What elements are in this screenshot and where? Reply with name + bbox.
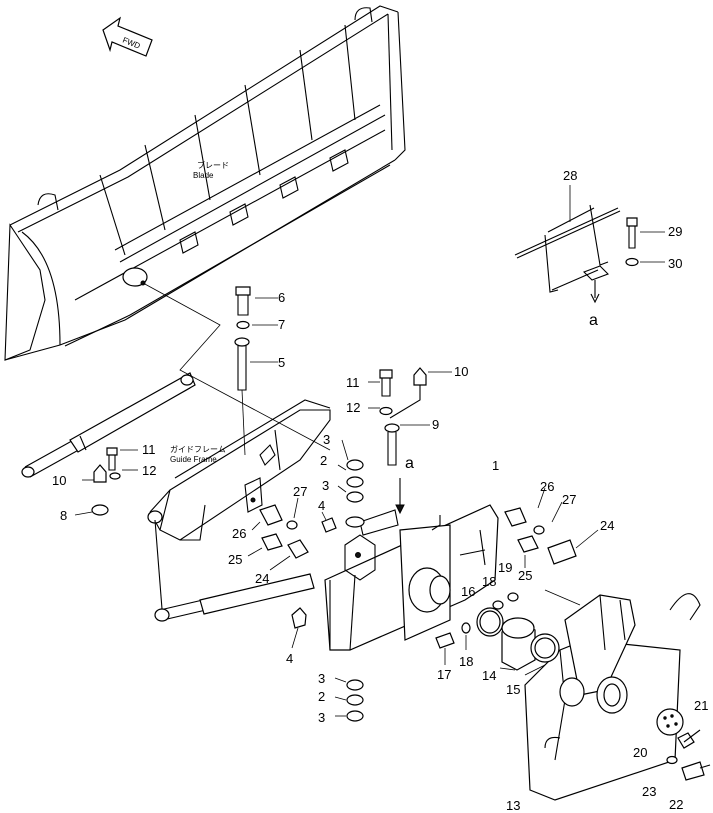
fwd-arrow: FWD [102, 16, 153, 57]
callout-6: 6 [278, 290, 285, 305]
callouts: 1 2 2 3 3 3 3 4 4 5 6 7 8 9 10 10 11 11 … [52, 168, 708, 813]
callout-3-a: 3 [323, 432, 330, 447]
view-a-label-top: a [589, 312, 598, 329]
grease-fitting-4-upper [321, 511, 337, 533]
callout-24-left: 24 [255, 571, 269, 586]
bushing-group [435, 592, 560, 676]
grease-fitting-4-lower [291, 607, 307, 649]
guide-frame-label-jp: ガイドフレーム [170, 444, 226, 454]
callout-25-right: 25 [518, 568, 532, 583]
view-a-arrow-main [395, 478, 405, 515]
callout-26-left: 26 [232, 526, 246, 541]
callout-10-upper: 10 [454, 364, 468, 379]
callout-17: 17 [437, 667, 451, 682]
callout-24-right: 24 [600, 518, 614, 533]
callout-25-left: 25 [228, 552, 242, 567]
callout-15: 15 [506, 682, 520, 697]
callout-9: 9 [432, 417, 439, 432]
grease-fitting-group-upper [368, 367, 452, 466]
callout-2-upper: 2 [320, 453, 327, 468]
shim-stack-upper [337, 439, 365, 528]
guide-frame: ガイドフレーム Guide Frame [147, 399, 331, 541]
callout-22: 22 [669, 797, 683, 812]
cylinder-upper [21, 372, 196, 478]
callout-27-left: 27 [293, 484, 307, 499]
pin-group-left [247, 497, 309, 571]
bolt-group-21-22-23 [666, 729, 711, 781]
main-frame [324, 504, 499, 651]
callout-10-left: 10 [52, 473, 66, 488]
callout-30: 30 [668, 256, 682, 271]
blade: ブレード Blade [4, 5, 406, 361]
callout-11-left: 11 [142, 442, 156, 457]
callout-19: 19 [498, 560, 512, 575]
callout-23: 23 [642, 784, 656, 799]
callout-1: 1 [492, 458, 499, 473]
callout-3-b: 3 [322, 478, 329, 493]
pin-bolt-group-5-6-7 [234, 286, 278, 456]
callout-3-d: 3 [318, 710, 325, 725]
callout-12-left: 12 [142, 463, 156, 478]
callout-7: 7 [278, 317, 285, 332]
callout-16: 16 [461, 584, 475, 599]
view-a-label-main: a [405, 455, 414, 472]
callout-21: 21 [694, 698, 708, 713]
callout-4-upper: 4 [318, 498, 325, 513]
callout-28: 28 [563, 168, 577, 183]
callout-3-c: 3 [318, 671, 325, 686]
callout-26-right: 26 [540, 479, 554, 494]
callout-29: 29 [668, 224, 682, 239]
cylinder-lower [154, 519, 315, 622]
callout-11-upper: 11 [346, 375, 360, 390]
callout-18-lower: 18 [459, 654, 473, 669]
callout-8: 8 [60, 508, 67, 523]
grease-fitting-group-left [74, 447, 138, 516]
pin-group-right [504, 487, 599, 568]
view-a-detail [514, 185, 665, 304]
shim-stack-lower [334, 677, 364, 722]
support-bracket [524, 589, 701, 801]
callout-12-upper: 12 [346, 400, 360, 415]
callout-5: 5 [278, 355, 285, 370]
callout-18-upper: 18 [482, 574, 496, 589]
blade-label-jp: ブレード [197, 160, 229, 170]
callout-13: 13 [506, 798, 520, 813]
callout-4-lower: 4 [286, 651, 293, 666]
callout-2-lower: 2 [318, 689, 325, 704]
callout-27-right: 27 [562, 492, 576, 507]
callout-20: 20 [633, 745, 647, 760]
blade-label-en: Blade [193, 171, 214, 180]
callout-14: 14 [482, 668, 496, 683]
guide-frame-label-en: Guide Frame [170, 455, 217, 464]
